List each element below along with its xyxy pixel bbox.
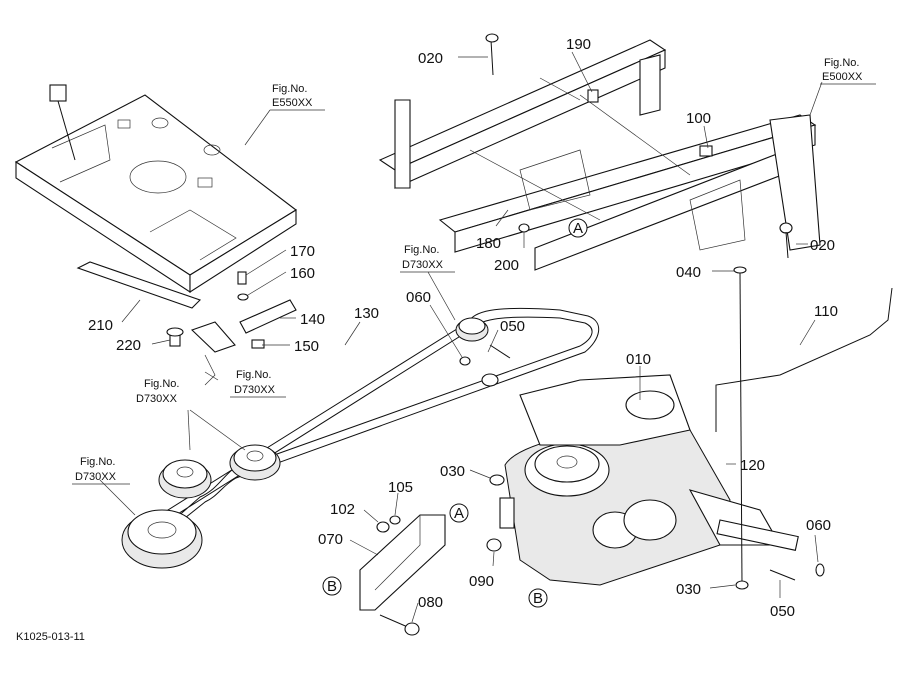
- part-label-050b: 050: [770, 603, 795, 620]
- marker-a-bracket-text: A: [454, 505, 464, 522]
- part-label-105: 105: [388, 479, 413, 496]
- marker-a-frame-text: A: [573, 220, 583, 237]
- marker-a-bracket: A: [449, 503, 469, 523]
- fig-ref-e550: Fig.No. E550XX: [270, 83, 325, 111]
- fig-ref-d730-bottom: Fig.No. D730XX: [72, 456, 130, 485]
- fig-ref-d730-bottom-line1: Fig.No.: [80, 456, 115, 468]
- marker-b-transmission-text: B: [533, 590, 543, 607]
- part-labels: 020 190 100 020 180 200 040 170 160 140 …: [88, 36, 838, 620]
- center-pulley: [455, 317, 489, 342]
- part-label-030a: 030: [440, 463, 465, 480]
- part-label-190: 190: [566, 36, 591, 53]
- fig-ref-d730-left-line2: D730XX: [136, 393, 178, 405]
- fig-ref-e500-line1: Fig.No.: [824, 57, 859, 69]
- rod-120: [733, 266, 749, 590]
- part-label-102: 102: [330, 501, 355, 518]
- frame-assembly: [378, 39, 821, 271]
- idler-pulley-left: [158, 459, 212, 499]
- part-label-100: 100: [686, 110, 711, 127]
- part-label-050a: 050: [500, 318, 525, 335]
- part-label-070: 070: [318, 531, 343, 548]
- fig-ref-e550-line2: E550XX: [272, 97, 313, 109]
- drawing-code: K1025-013-11: [16, 631, 85, 643]
- rod-110: [715, 287, 893, 432]
- fig-ref-e550-line1: Fig.No.: [272, 83, 307, 95]
- marker-b-bracket: B: [322, 576, 342, 596]
- fig-ref-d730-center: Fig.No. D730XX: [400, 244, 455, 273]
- large-pulley: [121, 509, 203, 569]
- marker-b-bracket-text: B: [327, 578, 337, 595]
- fig-ref-d730-mid-line1: Fig.No.: [236, 369, 271, 381]
- transmission-010: [499, 374, 799, 586]
- nut-102-105: [376, 515, 401, 533]
- part-label-010: 010: [626, 351, 651, 368]
- part-label-220: 220: [116, 337, 141, 354]
- part-label-080: 080: [418, 594, 443, 611]
- part-label-020b: 020: [810, 237, 835, 254]
- fig-ref-d730-center-line2: D730XX: [402, 259, 444, 271]
- fig-ref-e500-line2: E500XX: [822, 71, 863, 83]
- leader-lines: [99, 51, 823, 623]
- part-label-060b: 060: [806, 517, 831, 534]
- part-label-170: 170: [290, 243, 315, 260]
- part-label-180: 180: [476, 235, 501, 252]
- tension-bracket-210: [76, 261, 202, 309]
- bolt-220: [166, 327, 184, 347]
- fig-ref-d730-mid: Fig.No. D730XX: [230, 369, 286, 398]
- fig-ref-e500: Fig.No. E500XX: [820, 57, 876, 85]
- arm-140: [190, 271, 297, 386]
- bolt-080: [379, 614, 420, 636]
- part-label-130: 130: [354, 305, 379, 322]
- fig-ref-d730-left: Fig.No. D730XX: [136, 378, 179, 405]
- part-label-150: 150: [294, 338, 319, 355]
- part-label-020a: 020: [418, 50, 443, 67]
- part-label-030b: 030: [676, 581, 701, 598]
- idler-pulley-right: [229, 444, 281, 481]
- deck-clip: [49, 84, 76, 161]
- fig-ref-d730-center-line1: Fig.No.: [404, 244, 439, 256]
- part-label-140: 140: [300, 311, 325, 328]
- washers-090-030: [459, 33, 825, 581]
- part-label-040: 040: [676, 264, 701, 281]
- bracket-070: [359, 514, 446, 611]
- part-label-110: 110: [814, 303, 838, 320]
- part-label-120: 120: [740, 457, 765, 474]
- fig-ref-d730-bottom-line2: D730XX: [75, 471, 117, 483]
- part-label-060a: 060: [406, 289, 431, 306]
- part-label-090: 090: [469, 573, 494, 590]
- deck-plate: [14, 94, 297, 294]
- marker-b-transmission: B: [528, 588, 548, 608]
- fig-ref-d730-left-line1: Fig.No.: [144, 378, 179, 390]
- part-label-200: 200: [494, 257, 519, 274]
- marker-a-frame: A: [568, 218, 588, 238]
- fig-ref-d730-mid-line2: D730XX: [234, 384, 276, 396]
- part-label-160: 160: [290, 265, 315, 282]
- part-label-210: 210: [88, 317, 113, 334]
